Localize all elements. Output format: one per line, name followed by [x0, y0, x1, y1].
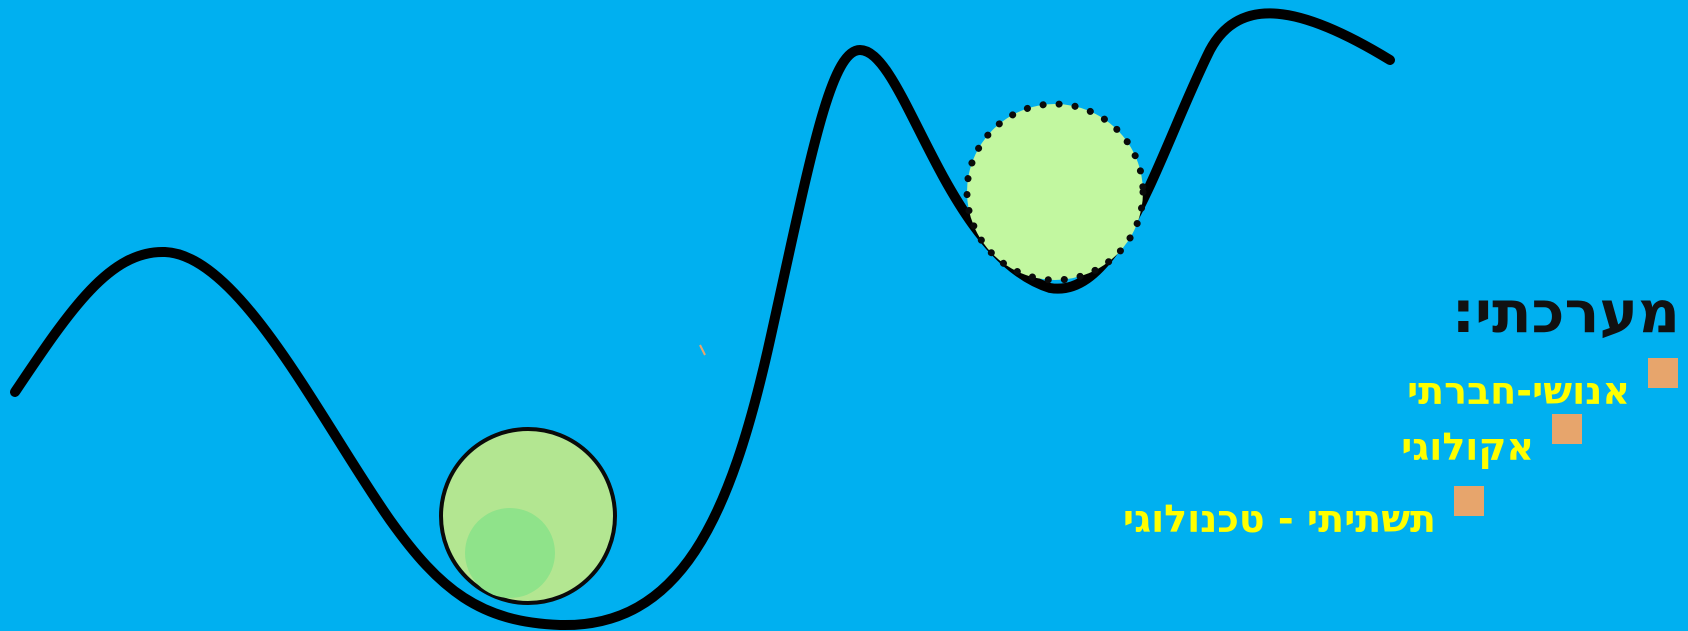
list-item-human-social: אנושי-חברתי	[1407, 368, 1678, 414]
list-item-infrastructure-technology: תשתיתי - טכנולוגי	[1123, 496, 1484, 542]
bullet-square-icon	[1552, 414, 1582, 444]
list-item-ecological: אקולוגי	[1401, 424, 1582, 470]
bullet-square-icon	[1454, 486, 1484, 516]
bullet-square-icon	[1648, 358, 1678, 388]
bullet-label: תשתיתי - טכנולוגי	[1123, 496, 1436, 542]
heading-systemic: מערכתי:	[1452, 280, 1680, 344]
stray-mark	[700, 345, 705, 355]
bullet-label: אקולוגי	[1401, 424, 1534, 470]
unstable-ball	[967, 104, 1143, 280]
bullet-label: אנושי-חברתי	[1407, 368, 1630, 414]
stable-ball-inner	[465, 508, 555, 598]
